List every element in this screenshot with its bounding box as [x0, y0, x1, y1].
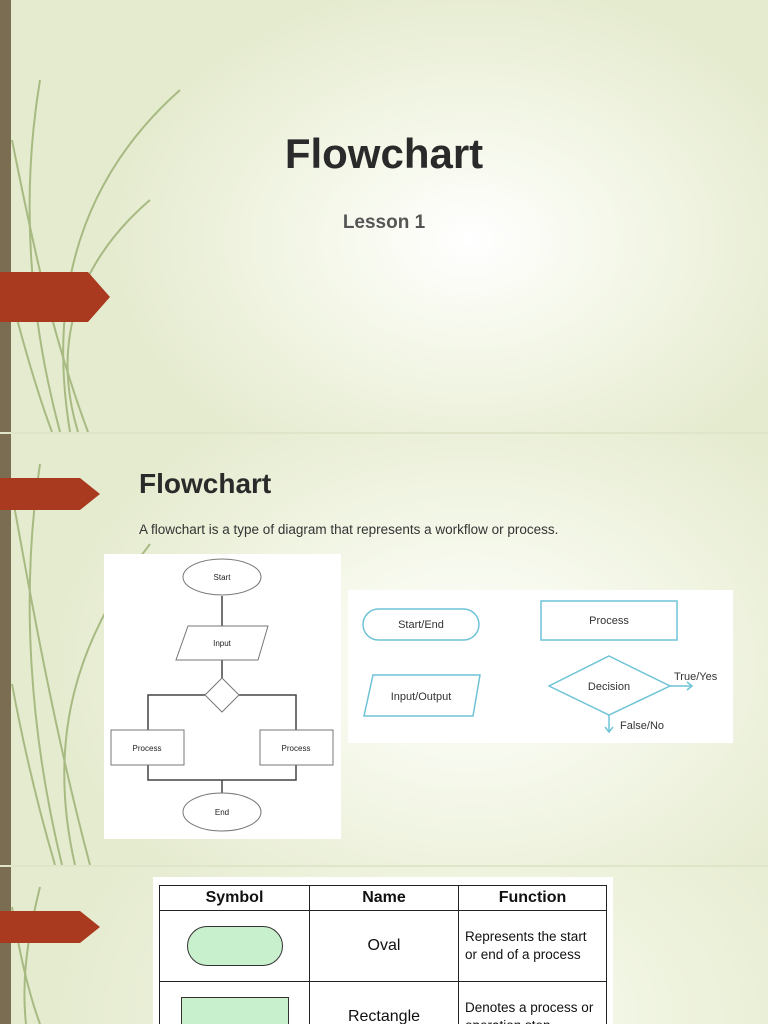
example-flowchart: Start Input Process Process End: [110, 558, 334, 832]
symbols-table-image: Symbol Name Function Oval Represents the…: [153, 877, 613, 1024]
process-label-left: Process: [133, 744, 162, 753]
input-parallelogram: [175, 625, 269, 661]
header-function: Function: [458, 885, 607, 911]
slide-heading: Flowchart: [139, 468, 272, 499]
symbols-table-slide: Symbol Name Function Oval Represents the…: [0, 867, 768, 1024]
start-end-symbol: [362, 608, 480, 641]
table-row: Rectangle Denotes a process or operation…: [159, 981, 607, 1024]
decision-label: Decision: [588, 681, 630, 693]
row-name: Rectangle: [309, 981, 459, 1024]
slide-title: Flowchart: [284, 130, 484, 177]
flowchart-definition: A flowchart is a type of diagram that re…: [139, 522, 559, 537]
flowchart-symbols: Start/End Process Input/Output Decision …: [362, 600, 718, 734]
decision-diamond: [204, 677, 240, 713]
process-label: Process: [589, 615, 629, 627]
end-oval: [182, 792, 262, 832]
start-end-label: Start/End: [398, 619, 444, 631]
row-name: Oval: [309, 910, 459, 982]
process-box-left: [110, 729, 185, 766]
oval-symbol-cell: [159, 910, 310, 982]
accent-arrow-tab: [0, 272, 110, 322]
input-output-symbol: [363, 674, 481, 717]
example-flowchart-image: Start Input Process Process End: [104, 554, 341, 839]
input-label: Input: [213, 639, 232, 648]
row-function: Denotes a process or operation step: [458, 981, 607, 1024]
start-oval: [182, 558, 262, 596]
rectangle-symbol-cell: [159, 981, 310, 1024]
definition-slide: Flowchart A flowchart is a type of diagr…: [0, 434, 768, 865]
header-symbol: Symbol: [159, 885, 310, 911]
header-name: Name: [309, 885, 459, 911]
false-no-label: False/No: [620, 720, 664, 732]
accent-arrow-tab: [0, 478, 100, 510]
slide-divider: [0, 865, 768, 867]
table-row: Oval Represents the start or end of a pr…: [159, 910, 607, 982]
true-yes-label: True/Yes: [674, 671, 718, 683]
slide-divider: [0, 432, 768, 434]
title-slide: Flowchart Lesson 1: [0, 0, 768, 432]
slide-left-bar: [0, 867, 11, 1024]
slide-left-bar: [0, 434, 11, 865]
flowchart-shapes: [110, 558, 334, 832]
flowchart-symbols-image: Start/End Process Input/Output Decision …: [348, 590, 733, 743]
end-label: End: [215, 808, 229, 817]
slide-left-bar: [0, 0, 11, 432]
start-label: Start: [214, 573, 232, 582]
slide-subtitle: Lesson 1: [342, 212, 426, 233]
rectangle-symbol: [180, 997, 289, 1024]
symbols-table: Symbol Name Function Oval Represents the…: [159, 885, 607, 1024]
input-output-label: Input/Output: [391, 691, 452, 703]
table-header-row: Symbol Name Function: [159, 885, 607, 911]
process-symbol: [540, 600, 678, 641]
oval-symbol: [186, 926, 283, 966]
process-box-right: [259, 729, 334, 766]
accent-arrow-tab: [0, 911, 100, 943]
row-function: Represents the start or end of a process: [458, 910, 607, 982]
process-label-right: Process: [282, 744, 311, 753]
